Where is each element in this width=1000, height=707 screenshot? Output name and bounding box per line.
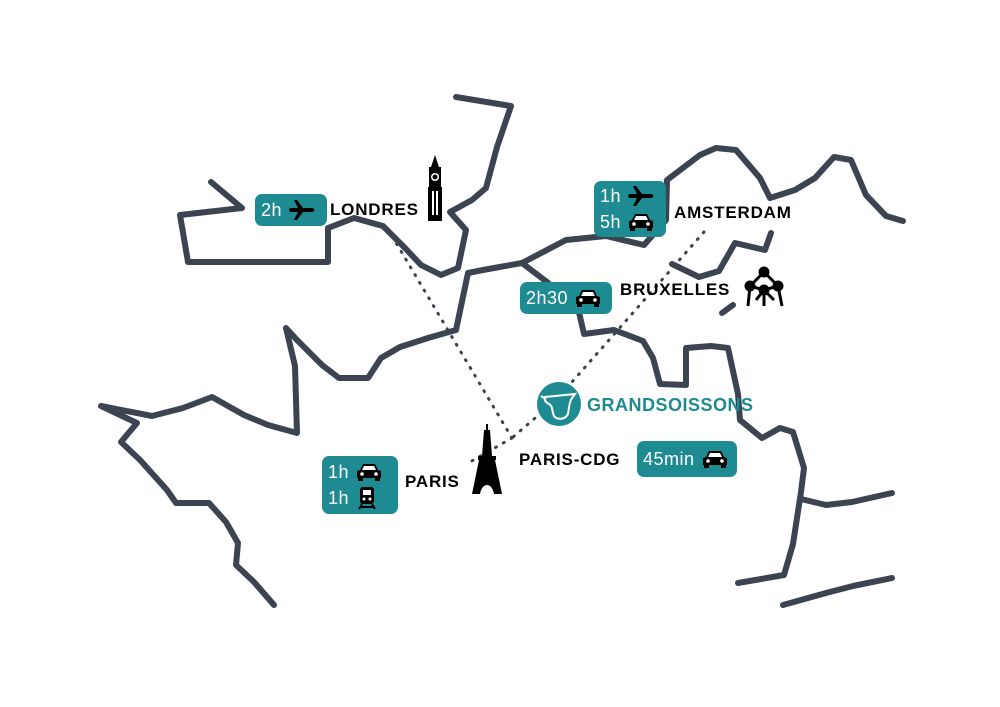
city-label-bruxelles: BRUXELLES [620,280,731,299]
france-north-coast [98,270,471,608]
route-amsterdam-paris-cdg [510,230,706,440]
plane-icon [628,186,654,206]
city-label-paris: PARIS [405,472,460,491]
belgium-south-border [519,260,807,586]
train-icon [358,487,376,510]
city-label-paris-cdg: PARIS-CDG [519,450,621,469]
travel-time: 45min [643,448,695,469]
travel-row: 2h [261,197,321,223]
brand-label: GRANDSOISSONS [587,395,754,415]
routes [390,230,706,464]
car-icon [629,214,654,231]
belgium-east [719,302,736,316]
germany-border-1 [798,490,895,508]
travel-row: 1h [328,485,392,511]
atomium-icon [744,266,784,307]
travel-row: 1h [600,183,660,209]
benelux-border [465,145,906,276]
country-borders [98,94,906,608]
vase-icon [537,382,581,426]
travel-row: 2h30 [526,285,606,311]
city-label-londres: LONDRES [330,200,419,219]
travel-row: 1h [328,459,392,485]
route-paris-cdg-paris [468,436,514,464]
travel-time: 5h [600,211,622,232]
netherlands-inner [669,230,774,280]
travel-row: 5h [600,209,660,235]
travel-time: 1h [600,185,622,206]
plane-icon [289,200,315,220]
travel-time: 2h [261,199,283,220]
travel-badge-londres: 2h [255,194,327,226]
city-label-amsterdam: AMSTERDAM [674,203,792,222]
germany-border-2 [780,575,895,608]
travel-badge-amsterdam: 1h 5h [594,181,666,237]
route-londres-paris-cdg [390,234,514,440]
eiffel-tower-icon [472,424,502,494]
travel-row: 45min [643,446,731,472]
travel-time: 1h [328,487,350,508]
travel-badge-paris: 1h 1h [322,456,398,514]
travel-time: 2h30 [526,287,569,308]
travel-time: 1h [328,461,350,482]
travel-badge-paris-cdg: 45min [637,441,737,477]
car-icon [357,464,382,481]
car-icon [702,451,727,468]
great-britain-coast [177,94,514,278]
big-ben-icon [428,155,442,221]
car-icon [576,290,601,307]
travel-badge-bruxelles: 2h30 [520,282,612,314]
